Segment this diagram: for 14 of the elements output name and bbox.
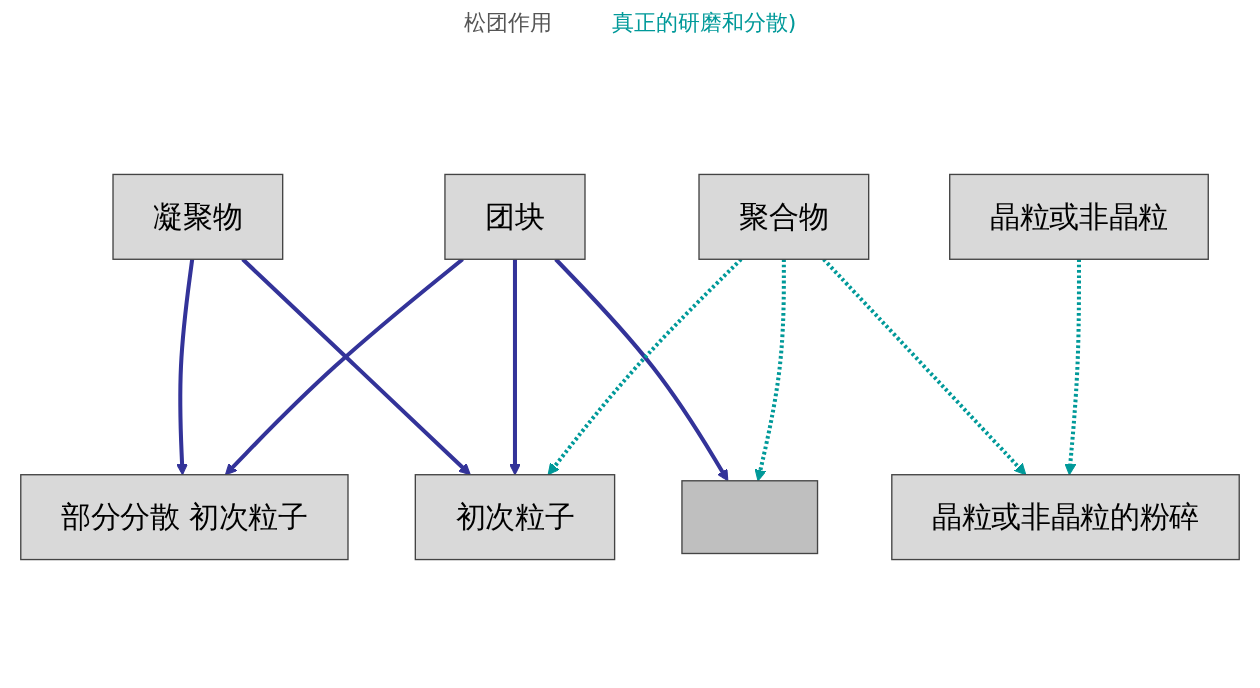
node-box: 团块 (444, 173, 586, 260)
node-box: 凝聚物 (112, 173, 284, 260)
node-box: 晶粒或非晶粒 (949, 173, 1209, 260)
arrow (509, 259, 521, 476)
arrow (176, 259, 195, 476)
node-box (681, 480, 819, 555)
node-box: 聚合物 (698, 173, 870, 260)
arrow (1064, 259, 1081, 476)
node-box: 初次粒子 (414, 474, 616, 561)
annotation-text: 松团作用 (463, 9, 552, 37)
node-box: 晶粒或非晶粒的粉碎 (891, 474, 1240, 561)
node-box: 部分分散 初次粒子 (20, 474, 349, 561)
arrow (754, 259, 786, 482)
annotation-text: 真正的研磨和分散) (611, 9, 797, 37)
